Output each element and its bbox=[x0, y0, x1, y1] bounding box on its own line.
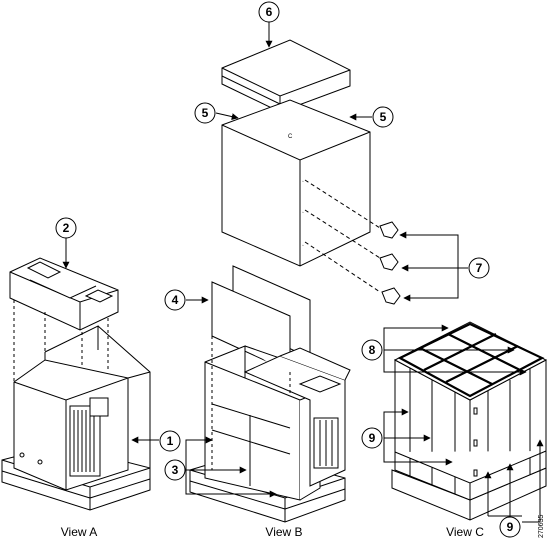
callout-5-left: 5 bbox=[202, 106, 209, 120]
callout-2: 2 bbox=[63, 221, 70, 235]
carton-sides-a bbox=[44, 325, 151, 470]
view-a-illustration bbox=[1, 257, 151, 511]
figure-id: 270635 bbox=[538, 515, 545, 538]
callout-6: 6 bbox=[266, 5, 273, 19]
view-c-illustration bbox=[391, 321, 547, 521]
callout-circle-2 bbox=[55, 217, 77, 239]
callout-circle-8 bbox=[361, 339, 383, 361]
callout-circle-5b bbox=[372, 106, 394, 128]
svg-text:◦: ◦ bbox=[302, 179, 304, 185]
chassis-a bbox=[13, 359, 129, 491]
callout-9-bottom: 9 bbox=[507, 520, 514, 534]
callout-4: 4 bbox=[172, 293, 179, 307]
leader-lines bbox=[62, 22, 544, 523]
callout-circle-5a bbox=[194, 102, 216, 124]
callout-circle-1 bbox=[159, 430, 181, 452]
view-c-label: View C bbox=[446, 525, 484, 539]
callout-7: 7 bbox=[476, 261, 483, 275]
callout-circle-9b bbox=[499, 516, 521, 538]
view-a-label: View A bbox=[61, 525, 97, 539]
view-b-illustration: C ◦ ◦ ◦ bbox=[189, 39, 401, 523]
callout-1: 1 bbox=[167, 434, 174, 448]
callout-8: 8 bbox=[369, 343, 376, 357]
chassis-b bbox=[243, 347, 351, 487]
callout-circle-4 bbox=[164, 289, 186, 311]
carton-clips bbox=[379, 221, 401, 305]
callout-5-right: 5 bbox=[380, 110, 387, 124]
svg-text:C: C bbox=[288, 134, 293, 140]
callout-circle-7 bbox=[468, 257, 490, 279]
callout-circle-6 bbox=[258, 1, 280, 23]
carton-body: C ◦ ◦ ◦ bbox=[221, 99, 371, 267]
foam-end-cap bbox=[9, 257, 119, 331]
strapping-top bbox=[397, 322, 545, 398]
svg-text:◦: ◦ bbox=[302, 210, 304, 216]
view-b-label: View B bbox=[265, 525, 302, 539]
svg-text:◦: ◦ bbox=[302, 243, 304, 249]
callout-9-left: 9 bbox=[369, 431, 376, 445]
callout-circle-3 bbox=[164, 459, 186, 481]
callout-circle-9a bbox=[361, 427, 383, 449]
callout-3: 3 bbox=[172, 463, 179, 477]
top-cap bbox=[221, 39, 351, 113]
